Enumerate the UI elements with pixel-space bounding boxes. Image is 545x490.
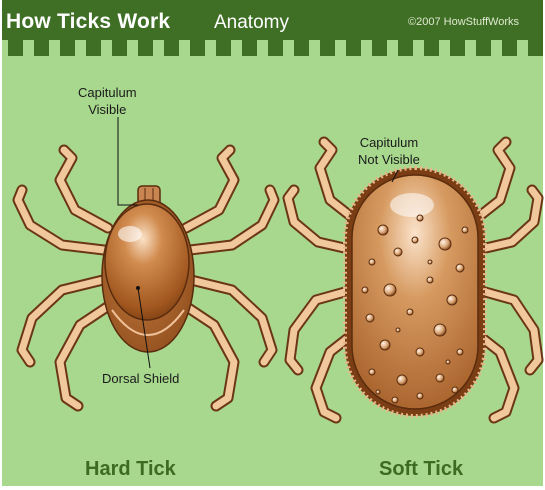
label-capitulum-not-visible-line2: Not Visible <box>358 151 420 168</box>
soft-tick-bump <box>439 238 451 250</box>
header-tooth <box>294 38 309 56</box>
header-tooth <box>60 38 75 56</box>
soft-tick-bump <box>366 314 374 322</box>
label-capitulum-visible: Capitulum Visible <box>78 84 137 118</box>
header-tooth <box>138 38 153 56</box>
header-tooth <box>502 38 517 56</box>
soft-tick-bump <box>417 393 423 399</box>
soft-tick-bump <box>447 295 457 305</box>
header-tooth <box>8 38 23 56</box>
soft-tick-bump <box>436 374 444 382</box>
header-tooth <box>164 38 179 56</box>
soft-tick-bump <box>427 277 433 283</box>
header-tooth <box>268 38 283 56</box>
soft-tick-bump <box>396 328 400 332</box>
header-tooth <box>190 38 205 56</box>
soft-tick-bump <box>394 248 402 256</box>
soft-tick-bump <box>369 259 375 265</box>
soft-tick-bump <box>417 215 423 221</box>
header-tooth <box>34 38 49 56</box>
label-dorsal-shield: Dorsal Shield <box>102 371 179 386</box>
soft-tick-bump <box>378 225 388 235</box>
soft-tick-bump <box>462 227 468 233</box>
soft-tick-bump <box>392 397 398 403</box>
header-tooth <box>86 38 101 56</box>
caption-soft-tick: Soft Tick <box>379 458 463 481</box>
header-tooth <box>242 38 257 56</box>
soft-tick-bump <box>397 375 407 385</box>
header-tooth <box>216 38 231 56</box>
header-tooth <box>398 38 413 56</box>
label-capitulum-not-visible-line1: Capitulum <box>358 134 420 151</box>
caption-hard-tick: Hard Tick <box>85 458 176 481</box>
label-capitulum-visible-line2: Visible <box>78 101 137 118</box>
header-tooth <box>112 38 127 56</box>
soft-tick-bump <box>380 340 390 350</box>
soft-tick-bump <box>452 387 458 393</box>
dorsal-shield <box>105 204 189 320</box>
header-tooth <box>346 38 361 56</box>
header-tooth <box>424 38 439 56</box>
label-capitulum-visible-line1: Capitulum <box>78 84 137 101</box>
soft-tick-bump <box>369 369 375 375</box>
soft-tick-bump <box>407 309 413 315</box>
soft-tick-bump <box>362 287 368 293</box>
copyright-notice: ©2007 HowStuffWorks <box>408 16 519 28</box>
soft-tick-bump <box>416 348 424 356</box>
soft-tick-bump <box>376 390 380 394</box>
soft-tick-bump <box>457 349 463 355</box>
page-subtitle: Anatomy <box>214 12 289 34</box>
dorsal-shield-pointer <box>136 286 140 290</box>
soft-tick-bump <box>446 360 450 364</box>
header-tooth <box>528 38 543 56</box>
label-capitulum-not-visible: Capitulum Not Visible <box>358 134 420 168</box>
header-tooth <box>320 38 335 56</box>
soft-tick <box>345 168 485 416</box>
header-teeth <box>8 38 543 56</box>
soft-tick-bump <box>384 284 396 296</box>
header-tooth <box>476 38 491 56</box>
soft-tick-bump <box>428 260 432 264</box>
soft-tick-bump <box>412 237 418 243</box>
page-title: How Ticks Work <box>6 10 170 34</box>
soft-tick-bump <box>456 264 464 272</box>
soft-tick-bump <box>434 324 446 336</box>
header-tooth <box>372 38 387 56</box>
header-tooth <box>450 38 465 56</box>
